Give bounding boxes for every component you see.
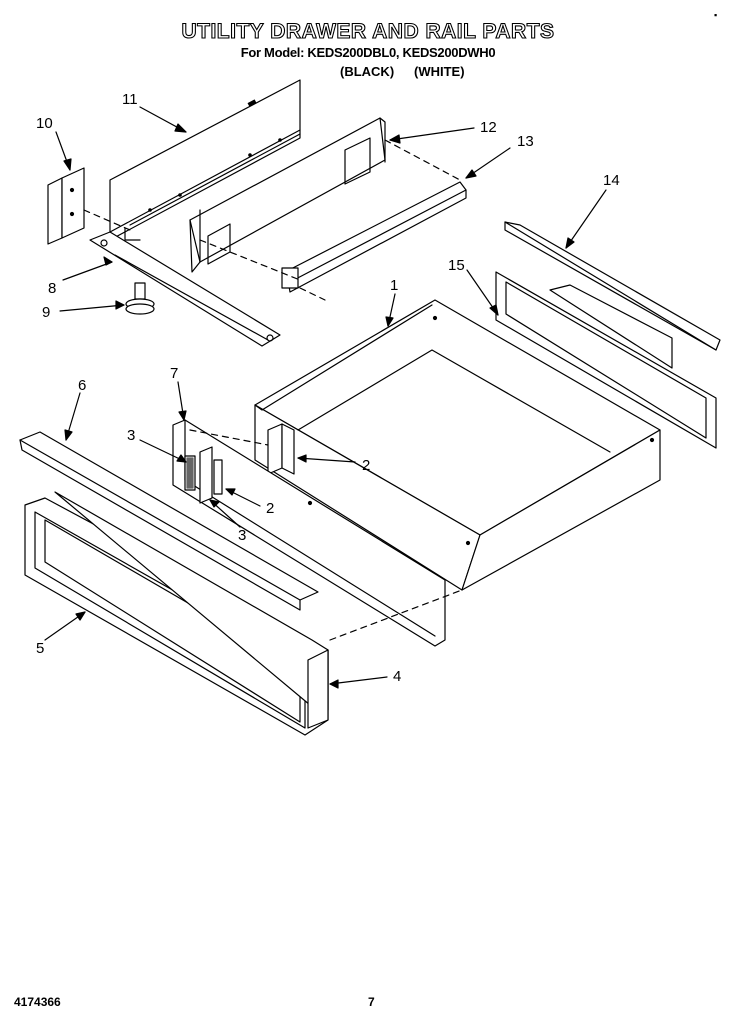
part-14-trim <box>504 221 721 351</box>
callout-11: 11 <box>122 91 138 108</box>
part-6-top-trim <box>19 431 319 611</box>
callout-2-right: 2 <box>362 457 370 474</box>
callout-3-lower: 3 <box>238 527 246 544</box>
callout-14: 14 <box>603 172 620 189</box>
callout-6: 6 <box>78 377 86 394</box>
part-8-floor-rail <box>89 231 281 347</box>
part-3-clip <box>184 455 196 491</box>
callout-13: 13 <box>517 133 534 150</box>
part-2-bracket-left <box>199 446 223 504</box>
callout-labels: 11 10 12 13 14 15 8 9 1 6 7 3 2 2 3 5 4 <box>36 91 620 685</box>
leader-arrows <box>44 106 607 689</box>
model-line: For Model: KEDS200DBL0, KEDS200DWH0 <box>240 45 496 60</box>
callout-15: 15 <box>448 257 465 274</box>
part-11-rear-panel <box>109 79 301 241</box>
page-number: 7 <box>368 995 375 1009</box>
color-white-label: (WHITE) <box>414 64 465 79</box>
part-2-bracket-right <box>267 423 295 475</box>
callout-12: 12 <box>480 119 497 136</box>
corner-mark: ▪ <box>714 10 718 20</box>
callout-4: 4 <box>393 668 401 685</box>
color-black-label: (BLACK) <box>340 64 395 79</box>
part-13-slide-rail <box>281 181 467 293</box>
doc-number: 4174366 <box>14 995 61 1009</box>
callout-5: 5 <box>36 640 44 657</box>
callout-3-upper: 3 <box>127 427 135 444</box>
callout-9: 9 <box>42 304 50 321</box>
callout-10: 10 <box>36 115 53 132</box>
part-10-bracket <box>47 167 85 245</box>
part-4-insert-panel <box>54 491 329 729</box>
callout-8: 8 <box>48 280 56 297</box>
callout-2-left: 2 <box>266 500 274 517</box>
callout-7: 7 <box>170 365 178 382</box>
part-1-drawer-box <box>254 299 661 591</box>
page-title: UTILITY DRAWER AND RAIL PARTS <box>181 19 555 43</box>
callout-1: 1 <box>390 277 398 294</box>
part-9-leveling-leg <box>125 282 155 315</box>
assembly-lines <box>83 139 463 641</box>
part-15-gasket-frame <box>495 271 717 449</box>
part-12-bracket-panel <box>189 117 386 273</box>
